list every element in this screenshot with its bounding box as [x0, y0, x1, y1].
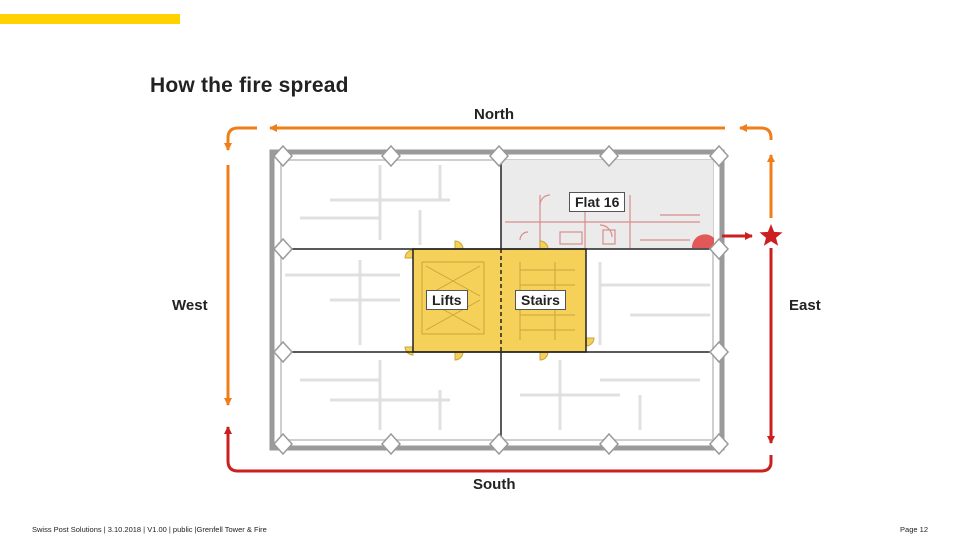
south-label: South: [473, 476, 516, 493]
fire-origin-mark: [691, 234, 714, 248]
flat-16-label: Flat 16: [569, 192, 626, 212]
spread-arrows-red: [224, 232, 775, 473]
core-details: [421, 261, 575, 340]
flat-16-sketch: [505, 194, 700, 248]
footer-text: Swiss Post Solutions | 3.10.2018 | V1.00…: [32, 525, 267, 534]
lifts-label: Lifts: [426, 290, 468, 310]
stairs-label: Stairs: [515, 290, 566, 310]
diagram-title: How the fire spread: [150, 74, 349, 97]
interior-partitions: [285, 165, 710, 430]
page-number: Page 12: [900, 525, 928, 534]
west-label: West: [172, 297, 208, 314]
accent-bar: [0, 14, 180, 24]
grid-lines: [283, 156, 720, 444]
east-label: East: [789, 297, 821, 314]
star-icon: [759, 224, 783, 246]
columns: [272, 144, 730, 456]
north-label: North: [474, 106, 514, 123]
spread-arrows-orange: [224, 124, 775, 406]
